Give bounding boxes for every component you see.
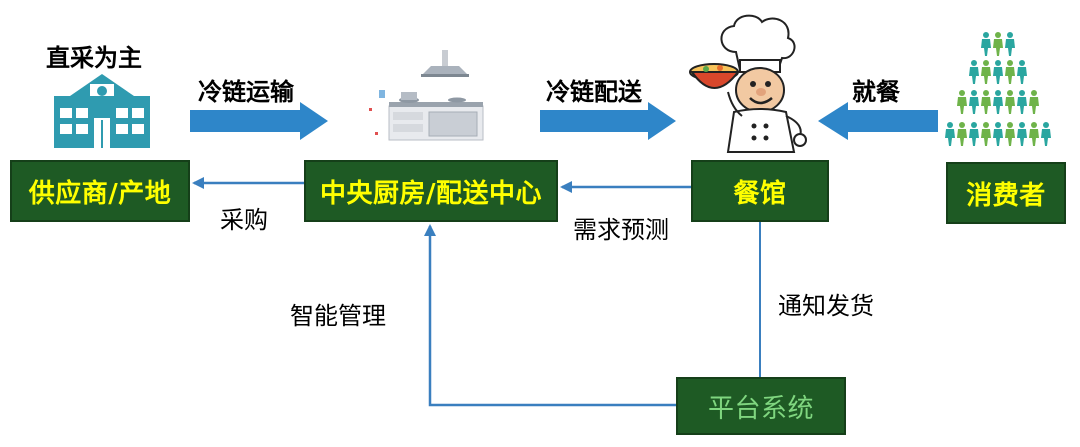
consumer-label: 消费者 xyxy=(966,180,1046,211)
central-kitchen-node: 中央厨房/配送中心 xyxy=(304,160,558,222)
supplier-node: 供应商/产地 xyxy=(10,160,190,222)
smart-management-label: 智能管理 xyxy=(290,302,386,330)
smart-management-line xyxy=(424,224,676,407)
notify-shipping-label: 通知发货 xyxy=(778,292,874,320)
supplier-label: 供应商/产地 xyxy=(28,178,172,209)
dining-arrow xyxy=(818,102,938,140)
dining-label: 就餐 xyxy=(852,78,900,106)
kitchen-icon xyxy=(369,50,484,141)
demand-forecast-label: 需求预测 xyxy=(573,216,669,244)
procurement-label: 采购 xyxy=(220,206,268,234)
central-kitchen-label: 中央厨房/配送中心 xyxy=(320,178,542,209)
platform-label: 平台系统 xyxy=(707,393,814,424)
cold-chain-delivery-arrow xyxy=(540,102,676,140)
consumer-node: 消费者 xyxy=(946,162,1066,224)
building-icon xyxy=(54,74,150,148)
restaurant-node: 餐馆 xyxy=(691,160,829,222)
chef-icon xyxy=(689,14,807,153)
platform-node: 平台系统 xyxy=(676,377,846,435)
people-crowd-icon xyxy=(945,32,1051,146)
direct-purchase-label: 直采为主 xyxy=(46,44,142,72)
cold-chain-delivery-label: 冷链配送 xyxy=(546,78,642,106)
restaurant-label: 餐馆 xyxy=(733,178,787,209)
cold-chain-transport-label: 冷链运输 xyxy=(198,78,294,106)
cold-chain-transport-arrow xyxy=(190,102,328,140)
